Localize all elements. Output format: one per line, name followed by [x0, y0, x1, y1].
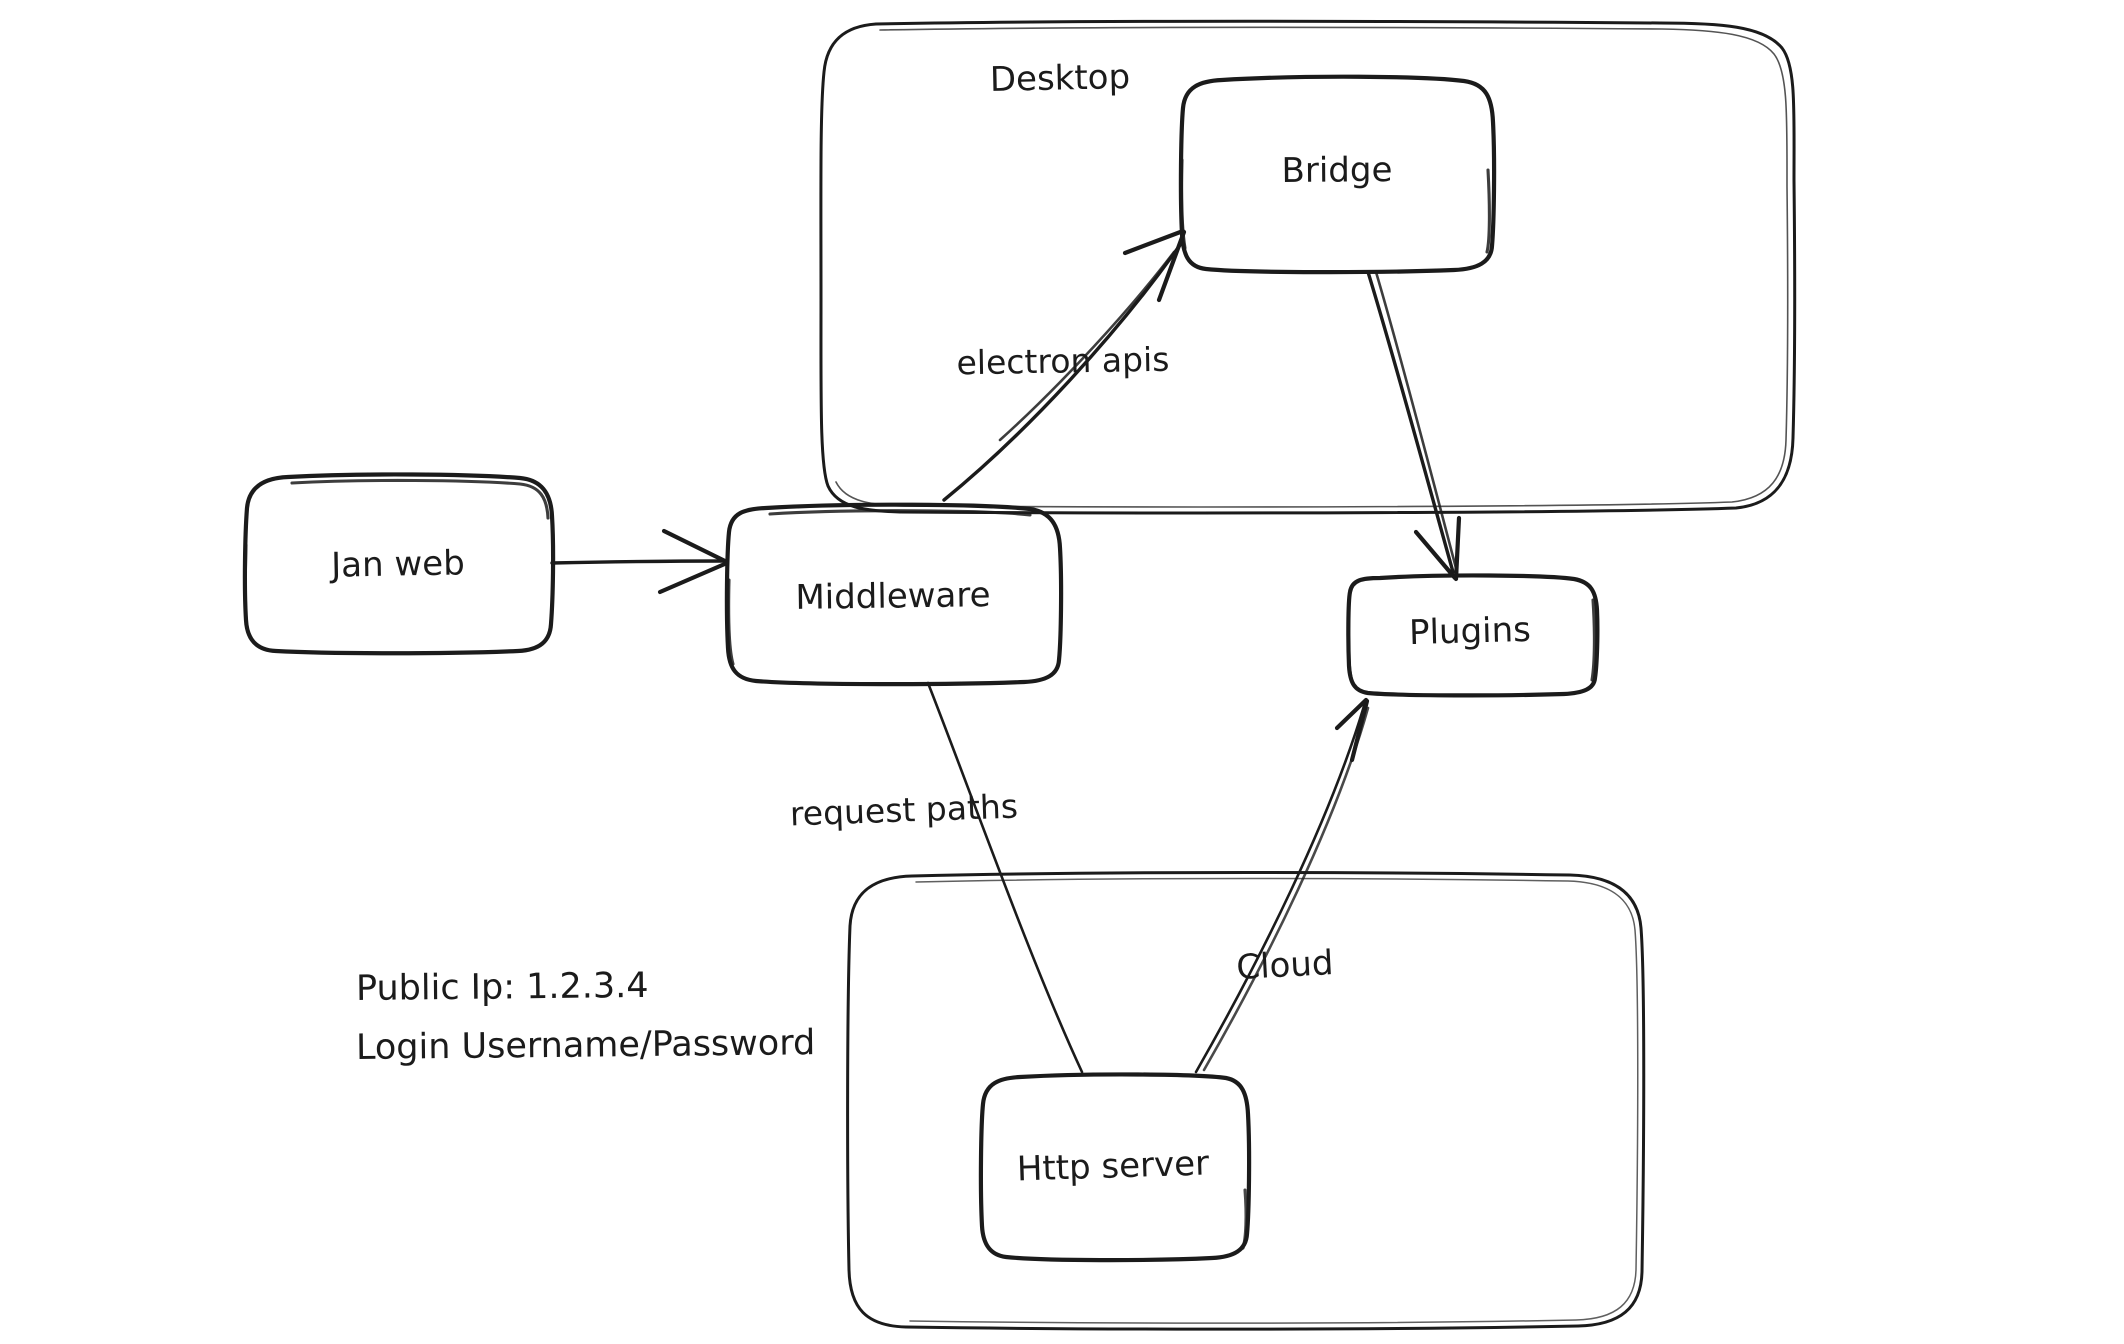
note-public-ip: Public Ip: 1.2.3.4 — [356, 966, 649, 1009]
middleware-box-outline — [724, 502, 1064, 687]
notes-block: Public Ip: 1.2.3.4 Login Username/Passwo… — [356, 966, 816, 1068]
note-login-credentials: Login Username/Password — [356, 1023, 816, 1068]
middleware-to-bridge-line — [942, 243, 1182, 502]
cloud-container-outline — [846, 871, 1646, 1331]
node-label-bridge: Bridge — [1281, 150, 1392, 191]
node-bridge[interactable]: Bridge — [1178, 74, 1497, 275]
desktop-container-outline-double — [835, 26, 1789, 508]
edge-label-request-paths: request paths — [789, 787, 1018, 834]
container-label-cloud: Cloud — [1235, 943, 1334, 988]
node-middleware[interactable]: Middleware — [724, 502, 1064, 687]
jan-web-box-outline-double — [243, 478, 550, 630]
node-label-jan-web: Jan web — [329, 543, 465, 585]
edge-middleware-to-http-server[interactable]: request paths — [789, 681, 1084, 1074]
edge-jan-web-to-middleware[interactable] — [550, 528, 730, 595]
node-plugins[interactable]: Plugins — [1346, 573, 1600, 698]
edge-http-server-to-plugins[interactable] — [1194, 697, 1370, 1074]
middleware-to-bridge-arrowhead — [1122, 228, 1187, 303]
node-label-http-server: Http server — [1016, 1143, 1209, 1189]
bridge-to-plugins-arrowhead — [1413, 515, 1462, 582]
http-server-box-outline — [978, 1072, 1252, 1263]
http-server-to-plugins-line — [1194, 704, 1366, 1074]
container-desktop[interactable]: Desktop — [819, 19, 1797, 515]
middleware-to-http-server-line — [926, 681, 1084, 1074]
http-server-to-plugins-arrowhead — [1334, 697, 1370, 763]
bridge-to-plugins-line-double — [1374, 270, 1459, 574]
plugins-box-outline-double — [1346, 598, 1596, 684]
bridge-box-outline-double — [1180, 158, 1491, 254]
node-http-server[interactable]: Http server — [978, 1072, 1252, 1263]
middleware-box-outline-double — [727, 509, 1032, 666]
bridge-to-plugins-line — [1366, 270, 1455, 574]
middleware-to-bridge-line-double — [998, 250, 1176, 442]
container-cloud[interactable]: Cloud — [846, 871, 1646, 1331]
jan-web-to-middleware-line — [550, 559, 728, 565]
jan-web-to-middleware-arrowhead — [657, 528, 730, 595]
edge-label-electron-apis: electron apis — [956, 340, 1169, 383]
cloud-container-outline-double — [909, 877, 1639, 1324]
node-label-plugins: Plugins — [1409, 610, 1532, 653]
edge-middleware-to-bridge[interactable]: electron apis — [942, 228, 1187, 502]
http-server-box-outline-double — [1241, 1188, 1248, 1250]
node-label-middleware: Middleware — [795, 575, 991, 618]
edge-bridge-to-plugins[interactable] — [1366, 270, 1462, 582]
node-jan-web[interactable]: Jan web — [242, 472, 556, 656]
desktop-container-outline — [819, 19, 1797, 515]
container-label-desktop: Desktop — [989, 57, 1130, 100]
